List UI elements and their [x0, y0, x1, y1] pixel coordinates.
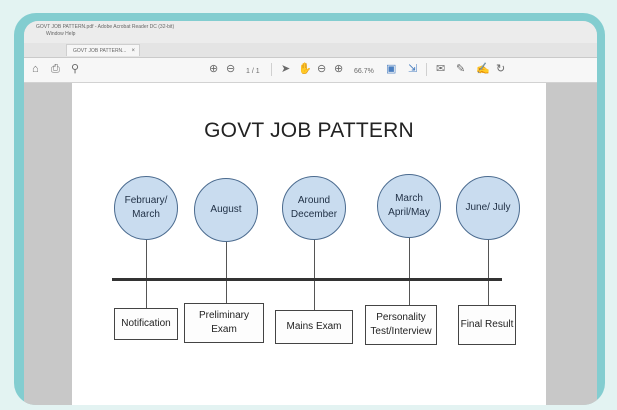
sign-icon[interactable]: ✍ — [476, 63, 490, 75]
stage-box: Mains Exam — [275, 310, 353, 344]
fit-page-icon[interactable]: ⇲ — [408, 63, 418, 75]
toolbar: ⌂ ⎙ ⚲ ⊕ ⊖ 1 / 1 ➤ ✋ ⊖ ⊕ 66.7% ▣ ⇲ ✉ ✎ ✍ … — [24, 58, 597, 83]
window-title: GOVT JOB PATTERN.pdf - Adobe Acrobat Rea… — [36, 24, 175, 30]
tab-bar: GOVT JOB PATTERN... × — [24, 43, 597, 58]
stage-box: Personality Test/Interview — [365, 305, 437, 345]
print-icon[interactable]: ⎙ — [51, 63, 60, 75]
page-display-icon[interactable]: ▣ — [386, 63, 397, 75]
pdf-reader-window: GOVT JOB PATTERN.pdf - Adobe Acrobat Rea… — [24, 21, 597, 405]
menu-bar[interactable]: Window Help — [46, 31, 76, 37]
zoom-in-icon[interactable]: ⊕ — [334, 63, 344, 75]
close-tab-icon[interactable]: × — [131, 48, 135, 54]
tab-document[interactable]: GOVT JOB PATTERN... × — [66, 44, 140, 56]
home-icon[interactable]: ⌂ — [32, 63, 39, 75]
search-icon[interactable]: ⚲ — [71, 63, 80, 75]
page-up-icon[interactable]: ⊕ — [209, 63, 219, 75]
stage-box: Final Result — [458, 305, 516, 345]
zoom-out-icon[interactable]: ⊖ — [317, 63, 327, 75]
connector-line — [146, 240, 147, 308]
share-icon[interactable]: ↻ — [496, 63, 506, 75]
select-cursor-icon[interactable]: ➤ — [281, 63, 291, 75]
stage-circle: March April/May — [377, 174, 441, 238]
pdf-page: GOVT JOB PATTERN February/ March August … — [72, 83, 546, 405]
connector-line — [226, 242, 227, 304]
toolbar-divider — [271, 63, 272, 76]
comment-icon[interactable]: ✉ — [436, 63, 446, 75]
tab-label: GOVT JOB PATTERN... — [73, 48, 127, 54]
toolbar-divider — [426, 63, 427, 76]
title-bar: GOVT JOB PATTERN.pdf - Adobe Acrobat Rea… — [24, 21, 597, 43]
zoom-level[interactable]: 66.7% — [354, 68, 374, 75]
rounded-frame: GOVT JOB PATTERN.pdf - Adobe Acrobat Rea… — [14, 13, 605, 405]
document-viewport[interactable]: GOVT JOB PATTERN February/ March August … — [24, 83, 597, 405]
pen-icon[interactable]: ✎ — [456, 63, 466, 75]
stage-box: Preliminary Exam — [184, 303, 264, 343]
stage-circle: Around December — [282, 176, 346, 240]
page-title: GOVT JOB PATTERN — [204, 119, 414, 142]
connector-line — [314, 240, 315, 310]
stage-box: Notification — [114, 308, 178, 340]
hand-tool-icon[interactable]: ✋ — [298, 63, 312, 75]
page-down-icon[interactable]: ⊖ — [226, 63, 236, 75]
connector-line — [409, 238, 410, 306]
stage-circle: June/ July — [456, 176, 520, 240]
stage-circle: February/ March — [114, 176, 178, 240]
stage-circle: August — [194, 178, 258, 242]
page-indicator[interactable]: 1 / 1 — [246, 68, 260, 75]
connector-line — [488, 240, 489, 306]
timeline-bar — [112, 278, 502, 281]
